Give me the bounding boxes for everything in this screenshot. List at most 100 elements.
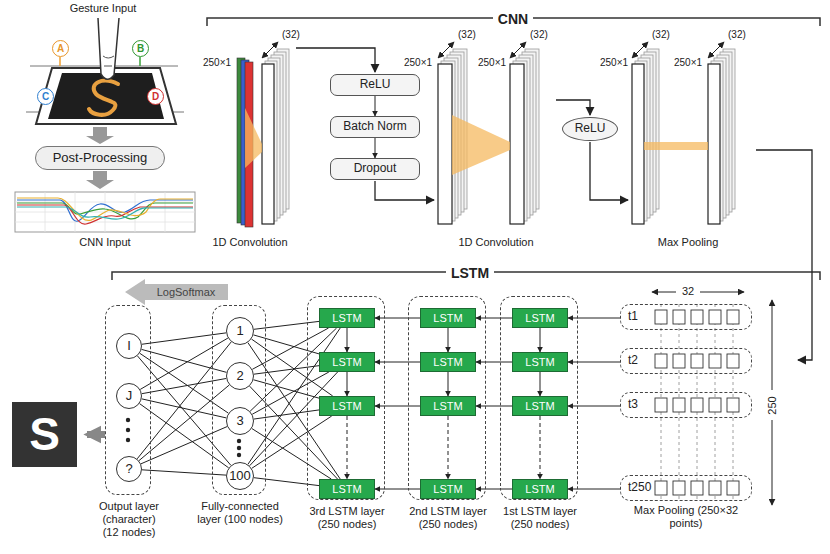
node-label: LSTM: [332, 400, 361, 412]
flow-wires: [296, 48, 812, 360]
node-label: LSTM: [433, 312, 462, 324]
process-box: Post-Processing: [35, 146, 165, 170]
connector: [375, 362, 420, 363]
drawing-line: [772, 300, 773, 390]
layer-heading: Output layer (character) (12 nodes): [93, 500, 165, 539]
connector: [540, 416, 541, 479]
lstm-cell: LSTM: [420, 479, 476, 499]
drawing-line: [139, 57, 141, 66]
connector: [254, 478, 319, 486]
drawing-polygon: [245, 108, 262, 168]
layer-box: Batch Norm: [330, 116, 420, 138]
layer-group: Fully-connected layer (100 nodes)123100: [212, 305, 266, 495]
node-label: Dropout: [354, 162, 397, 175]
node-label: 3: [236, 414, 243, 428]
node-label: LSTM: [433, 356, 462, 368]
node-label: LSTM: [433, 483, 462, 495]
layer-group: Output layer (character) (12 nodes)IJ?: [105, 305, 151, 495]
layer-box: ReLU: [330, 74, 420, 96]
label: 250×1: [478, 56, 506, 69]
connector: [448, 328, 449, 352]
neuron-node: 3: [226, 407, 254, 435]
electrode-pin: D: [147, 88, 164, 105]
drawing-path: [89, 81, 118, 115]
drawing-line: [708, 42, 724, 58]
connector: [375, 318, 420, 319]
drawing-path: [756, 150, 812, 360]
label: 1D Convolution: [458, 236, 533, 249]
drawing-circle: [237, 439, 241, 443]
connector: [448, 372, 449, 396]
connector: [375, 406, 420, 407]
grid-cell: [727, 354, 739, 368]
grid-cell: [727, 481, 739, 495]
drawing-circle: [237, 453, 241, 457]
timestep-row: t3: [620, 392, 752, 418]
label: CNN: [493, 11, 533, 27]
connector: [568, 318, 620, 319]
receptive-fields: [245, 108, 708, 175]
node-label: 1: [236, 324, 243, 338]
node-label: LSTM: [332, 356, 361, 368]
label: 250×1: [404, 56, 432, 69]
connector: [254, 321, 319, 329]
layer-group: 3rd LSTM layer (250 nodes)LSTMLSTMLSTMLS…: [307, 296, 385, 500]
connector: [142, 378, 226, 393]
label: (32): [530, 28, 548, 41]
electrode-pin: B: [132, 40, 149, 57]
label: 32: [682, 285, 694, 298]
connector: [142, 349, 227, 372]
grid-cell: [709, 398, 721, 412]
node-label: Batch Norm: [343, 120, 406, 133]
connector: [476, 318, 512, 319]
drawing-line: [438, 42, 454, 58]
drawing-path: [375, 181, 434, 200]
node-label: J: [126, 389, 133, 403]
drawing-line: [652, 292, 676, 293]
grid-cell: [709, 481, 721, 495]
node-label: LSTM: [332, 312, 361, 324]
lstm-cell: LSTM: [319, 479, 375, 499]
grid-cell: [655, 310, 667, 324]
neuron-node: 1: [226, 317, 254, 345]
neuron-node: 2: [226, 362, 254, 390]
connector: [252, 429, 331, 479]
node-label: I: [127, 339, 131, 353]
lstm-cell: LSTM: [420, 308, 476, 328]
connector: [375, 138, 376, 158]
node-label: LSTM: [525, 356, 554, 368]
flow-arrow: [86, 127, 114, 144]
drawing-line: [510, 42, 526, 58]
output-glyph: S: [12, 402, 77, 467]
drawing-polygon: [452, 115, 510, 175]
timestep-row: t250: [620, 475, 752, 501]
label: 1D Convolution: [212, 236, 287, 249]
label: 250×1: [203, 56, 231, 69]
connector: [253, 380, 319, 398]
drawing-line: [772, 420, 773, 505]
drawing-path: [15, 192, 195, 232]
grid-cell: [655, 354, 667, 368]
layer-heading: 2nd LSTM layer (250 nodes): [404, 505, 492, 531]
label: LSTM: [446, 265, 494, 281]
neuron-node: J: [116, 383, 142, 409]
pooling-grid: [655, 304, 739, 501]
label: 250×1: [674, 56, 702, 69]
grid-cell: [691, 354, 703, 368]
label: Max Pooling: [658, 236, 719, 249]
drawing-path: [590, 142, 628, 200]
drawing-circle: [126, 428, 130, 432]
layer-group: 2nd LSTM layer (250 nodes)LSTMLSTMLSTMLS…: [408, 296, 486, 500]
layer-heading: 3rd LSTM layer (250 nodes): [303, 505, 391, 531]
label: (32): [458, 28, 476, 41]
node-label: Post-Processing: [53, 151, 148, 165]
neuron-node: I: [116, 333, 142, 359]
feature-map: [510, 64, 524, 224]
grid-cell: [673, 354, 685, 368]
node-label: S: [29, 409, 60, 460]
feature-map: [632, 64, 644, 224]
drawing-path: [17, 205, 193, 224]
label: LogSoftmax: [157, 286, 216, 299]
connector: [250, 372, 338, 466]
